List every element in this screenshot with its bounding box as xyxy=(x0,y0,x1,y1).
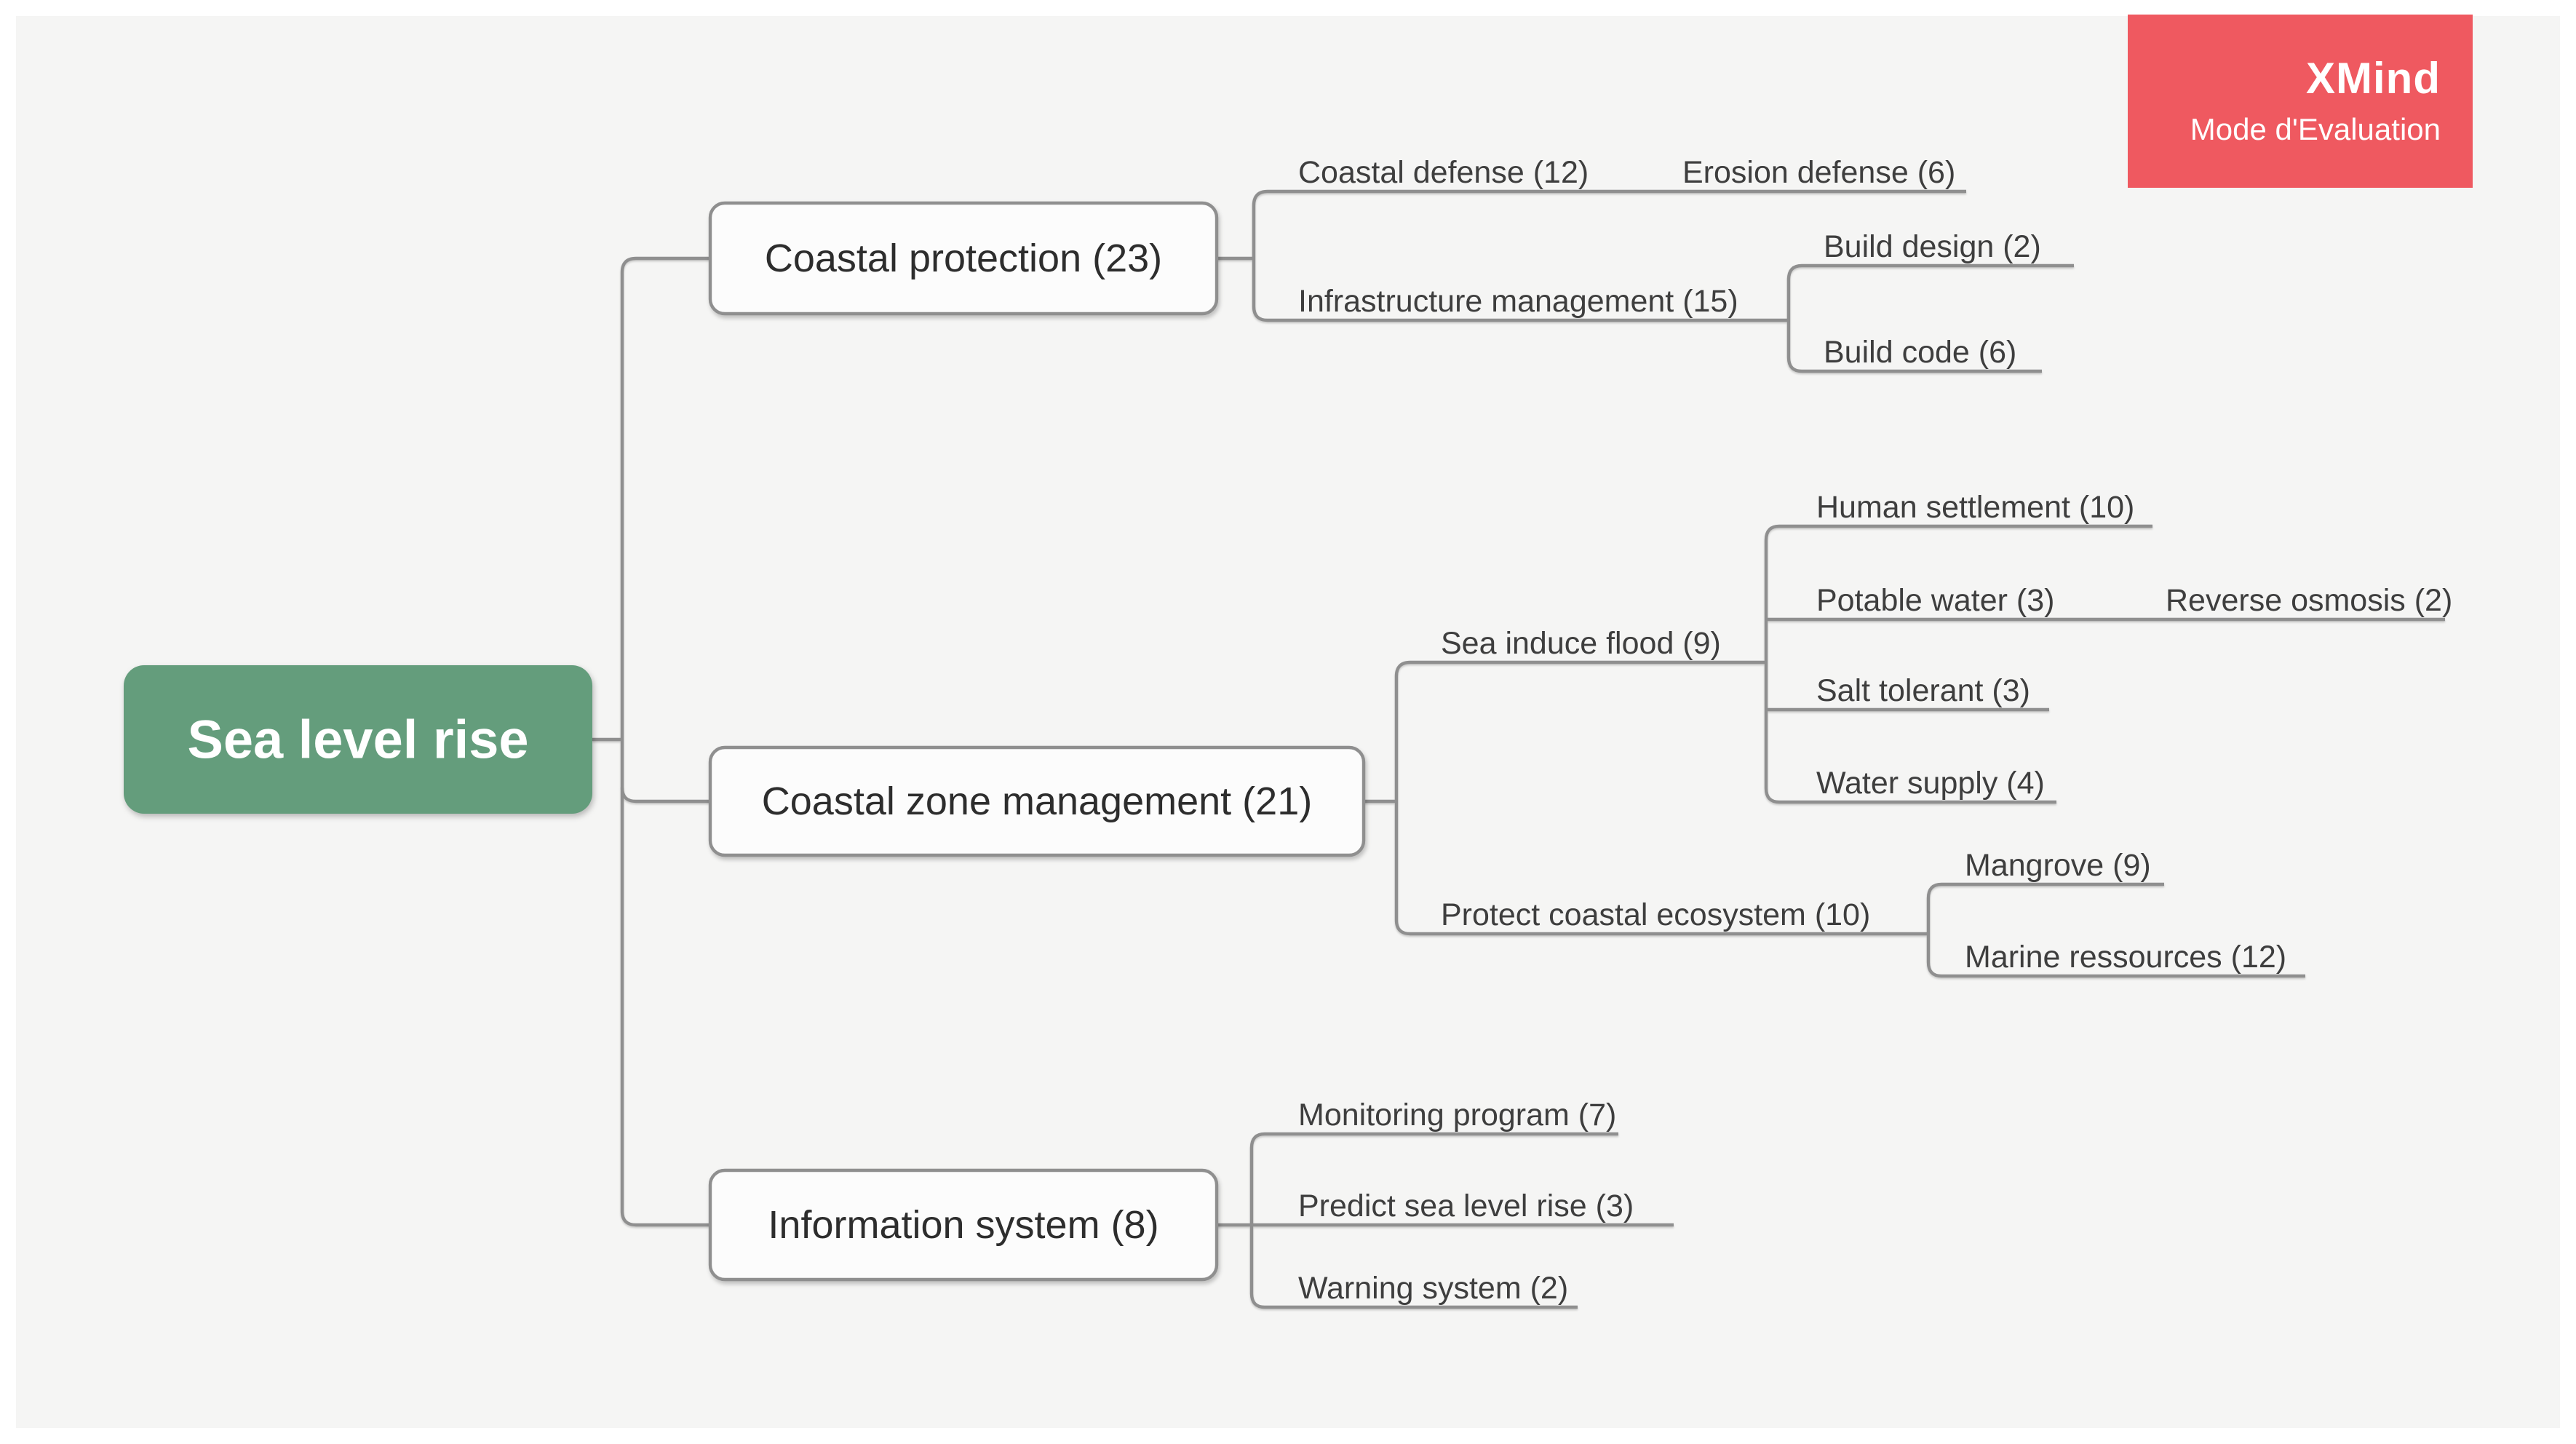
topic-information-system[interactable]: Information system (8) xyxy=(708,1168,1219,1282)
subtopic-water-supply[interactable]: Water supply (4) xyxy=(1816,766,2045,801)
topic-coastal-protection[interactable]: Coastal protection (23) xyxy=(708,201,1219,316)
topic-coastal-protection-box[interactable] xyxy=(708,201,1219,316)
subtopic-monitoring-program[interactable]: Monitoring program (7) xyxy=(1298,1098,1616,1132)
xmind-watermark-box xyxy=(2128,15,2473,188)
connector-layer xyxy=(592,189,2445,1309)
subtopic-human-settlement[interactable]: Human settlement (10) xyxy=(1816,490,2134,525)
subtopic-predict-sea-level-rise[interactable]: Predict sea level rise (3) xyxy=(1298,1189,1634,1223)
sea-induce-bracket xyxy=(1764,524,1780,804)
subtopic-build-design[interactable]: Build design (2) xyxy=(1824,229,2041,264)
topic-coastal-zone-management[interactable]: Coastal zone management (21) xyxy=(708,745,1366,857)
subtopic-coastal-defense[interactable]: Coastal defense (12) xyxy=(1298,155,1589,190)
branchB-bracket xyxy=(1394,660,1411,936)
topic-information-system-box[interactable] xyxy=(708,1168,1219,1282)
subtopic-mangrove[interactable]: Mangrove (9) xyxy=(1965,848,2151,883)
subtopic-infrastructure-management[interactable]: Infrastructure management (15) xyxy=(1298,284,1738,319)
root-topic[interactable]: Sea level rise xyxy=(124,665,592,814)
infrastructure-bracket xyxy=(1786,263,1802,373)
topic-coastal-zone-management-label: Coastal zone management (21) xyxy=(762,779,1312,823)
subtopic-salt-tolerant[interactable]: Salt tolerant (3) xyxy=(1816,673,2030,708)
xmind-watermark: XMind Mode d'Evaluation xyxy=(2128,15,2473,188)
subtopic-warning-system[interactable]: Warning system (2) xyxy=(1298,1271,1568,1306)
subtopic-sea-induce-flood[interactable]: Sea induce flood (9) xyxy=(1441,626,1721,661)
branchC-bracket xyxy=(1249,1132,1265,1309)
xmind-watermark-subtitle: Mode d'Evaluation xyxy=(2190,112,2441,146)
topic-coastal-zone-management-box[interactable] xyxy=(708,745,1366,857)
subtopic-erosion-defense[interactable]: Erosion defense (6) xyxy=(1682,155,1955,190)
protect-bracket xyxy=(1926,882,1942,978)
subtopic-protect-coastal-ecosystem[interactable]: Protect coastal ecosystem (10) xyxy=(1441,897,1870,932)
trunk-bracket xyxy=(620,256,710,1227)
subtopic-reverse-osmosis[interactable]: Reverse osmosis (2) xyxy=(2166,583,2452,618)
topic-information-system-label: Information system (8) xyxy=(768,1203,1158,1247)
root-topic-label: Sea level rise xyxy=(187,710,528,770)
subtopic-build-code[interactable]: Build code (6) xyxy=(1824,335,2016,370)
subtopic-potable-water[interactable]: Potable water (3) xyxy=(1816,583,2054,618)
branchA-bracket xyxy=(1252,189,1268,322)
topic-coastal-protection-label: Coastal protection (23) xyxy=(765,237,1162,280)
subtopic-marine-ressources[interactable]: Marine ressources (12) xyxy=(1965,940,2286,975)
xmind-watermark-title: XMind xyxy=(2306,54,2441,103)
root-topic-box[interactable] xyxy=(124,665,592,814)
trunk-middle-branch xyxy=(620,787,710,804)
